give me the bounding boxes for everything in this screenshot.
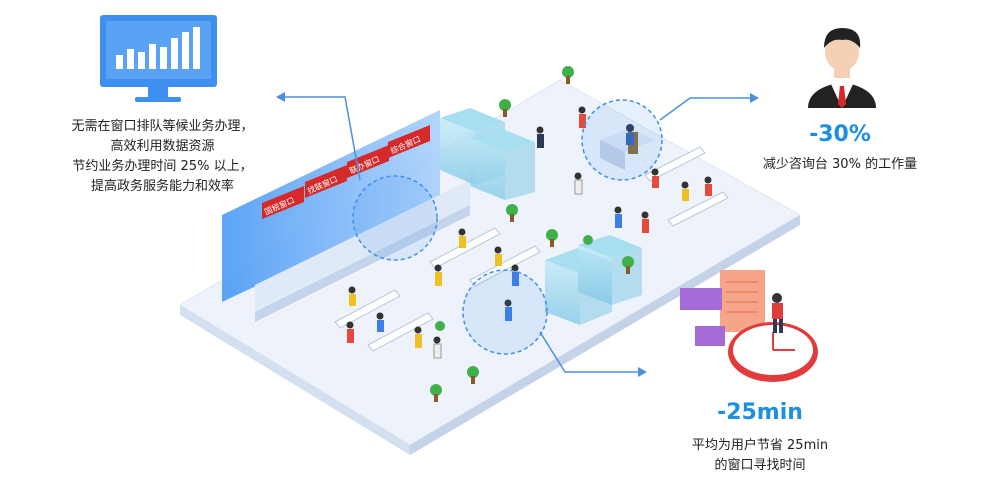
left-callout-line: 提高政务服务能力和效率 <box>90 179 234 194</box>
glass-booth <box>470 128 535 200</box>
time-saved-value: -25min <box>717 400 803 425</box>
highlight-circle-floor <box>462 269 548 355</box>
left-callout-line: 节约业务办理时间 25% 以上， <box>72 159 253 174</box>
glass-booth <box>578 235 642 305</box>
time-saved-line: 的窗口寻找时间 <box>714 458 806 473</box>
left-callout-line: 无需在窗口排队等候业务办理， <box>71 119 254 134</box>
left-callout-line: 高效利用数据资源 <box>110 139 215 154</box>
plants <box>430 66 634 402</box>
left-callout-text: 无需在窗口排队等候业务办理， 高效利用数据资源 节约业务办理时间 25% 以上，… <box>40 117 285 197</box>
visitors <box>346 106 712 359</box>
time-saved-line: 平均为用户节省 25min <box>691 438 829 453</box>
hall-floor <box>179 79 802 455</box>
consult-desk <box>600 124 655 170</box>
monitor-chart-icon <box>100 15 217 102</box>
arrowheads <box>276 92 759 377</box>
callout-arrows <box>283 96 752 373</box>
time-saved-caption: 平均为用户节省 25min 的窗口寻找时间 <box>640 436 880 476</box>
clock-task-icon <box>680 270 818 382</box>
highlight-circle-desk <box>581 99 663 181</box>
workload-reduction-value: -30% <box>809 122 871 147</box>
highlight-circle-counter <box>352 175 438 261</box>
workload-reduction-caption: 减少咨询台 30% 的工作量 <box>762 157 918 172</box>
consultant-avatar-icon <box>808 28 876 108</box>
